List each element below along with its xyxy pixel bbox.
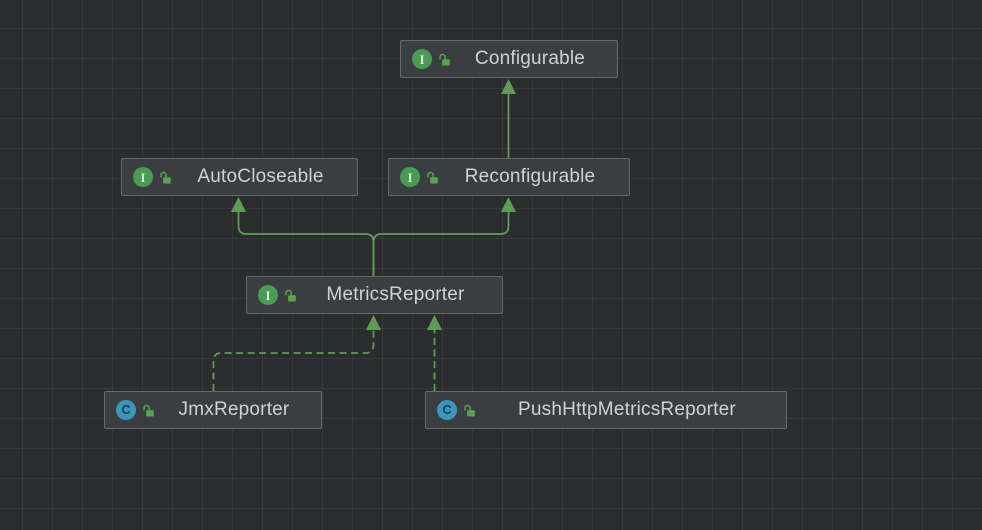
interface-icon: I xyxy=(412,49,432,69)
node-jmxreporter[interactable]: C JmxReporter xyxy=(104,391,322,429)
node-label: Configurable xyxy=(474,48,586,69)
interface-icon: I xyxy=(133,167,153,187)
class-icon: C xyxy=(116,400,136,420)
node-reconfigurable[interactable]: I Reconfigurable xyxy=(388,158,630,196)
unlocked-icon xyxy=(143,404,154,417)
class-icon: C xyxy=(437,400,457,420)
arrowhead-into-configurable xyxy=(501,79,516,94)
unlocked-icon xyxy=(427,171,438,184)
unlocked-icon xyxy=(464,404,475,417)
unlocked-icon xyxy=(285,289,296,302)
node-label: JmxReporter xyxy=(178,399,290,420)
node-pushhttpmetricsreporter[interactable]: C PushHttpMetricsReporter xyxy=(425,391,787,429)
arrowhead-into-autocloseable xyxy=(231,197,246,212)
node-label: PushHttpMetricsReporter xyxy=(518,399,736,420)
node-metricsreporter[interactable]: I MetricsReporter xyxy=(246,276,503,314)
arrowhead-into-metricsreporter-left xyxy=(366,315,381,330)
edge-metricsreporter-extends-reconfigurable[interactable] xyxy=(372,212,510,276)
edge-jmxreporter-implements-metricsreporter[interactable] xyxy=(212,329,375,391)
interface-icon: I xyxy=(258,285,278,305)
node-label: Reconfigurable xyxy=(464,166,596,187)
node-label: AutoCloseable xyxy=(197,166,324,187)
edge-metricsreporter-extends-autocloseable[interactable] xyxy=(237,212,375,276)
arrowhead-into-metricsreporter-right xyxy=(427,315,442,330)
unlocked-icon xyxy=(439,53,450,66)
node-label: MetricsReporter xyxy=(326,284,465,305)
interface-icon: I xyxy=(400,167,420,187)
node-autocloseable[interactable]: I AutoCloseable xyxy=(121,158,358,196)
arrowhead-into-reconfigurable xyxy=(501,197,516,212)
unlocked-icon xyxy=(160,171,171,184)
node-configurable[interactable]: I Configurable xyxy=(400,40,618,78)
